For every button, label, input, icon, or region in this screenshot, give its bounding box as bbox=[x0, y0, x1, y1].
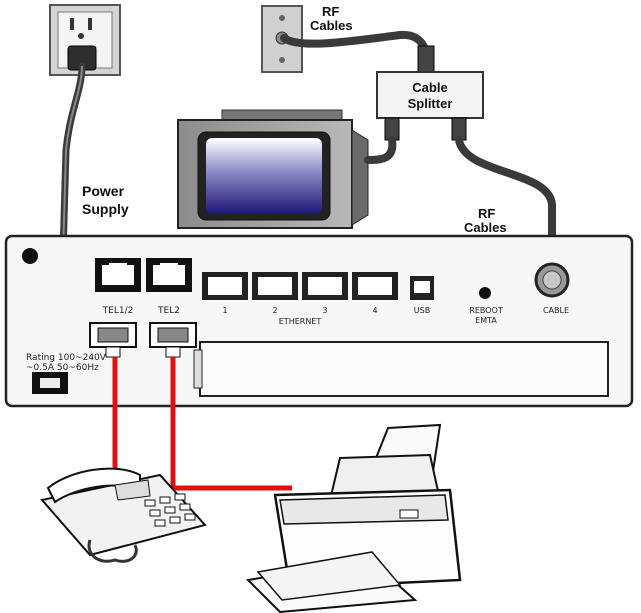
rf-cable-wall-to-splitter bbox=[284, 35, 427, 72]
eth2-port-label: 2 bbox=[272, 306, 277, 315]
tel-port-1[interactable] bbox=[95, 258, 141, 292]
eth3-port-label: 3 bbox=[322, 306, 327, 315]
ethernet-port-4[interactable] bbox=[352, 272, 398, 300]
tel1-port-label: TEL1/2 bbox=[102, 306, 134, 316]
rating-label-line2: ~0.5A 50~60Hz bbox=[26, 363, 99, 373]
usb-port-label: USB bbox=[414, 306, 430, 315]
rating-label-line1: Rating 100~240V bbox=[26, 353, 107, 363]
television bbox=[178, 110, 368, 228]
power-supply-label-line2: Supply bbox=[82, 201, 129, 217]
rf-cables-top-label-line1: RF bbox=[322, 4, 339, 19]
ethernet-port-2[interactable] bbox=[252, 272, 298, 300]
power-supply-label-line1: Power bbox=[82, 183, 125, 199]
reboot-label-line2: EMTA bbox=[475, 316, 497, 325]
tel-port-2[interactable] bbox=[146, 258, 192, 292]
ethernet-group-label: ETHERNET bbox=[279, 317, 322, 326]
reboot-label-line1: REBOOT bbox=[469, 306, 503, 315]
printer bbox=[248, 425, 460, 612]
ethernet-port-3[interactable] bbox=[302, 272, 348, 300]
telephone bbox=[42, 469, 205, 562]
rf-cables-right-label-line2: Cables bbox=[464, 220, 507, 235]
usb-port[interactable] bbox=[410, 276, 434, 300]
eth1-port-label: 1 bbox=[222, 306, 227, 315]
ethernet-port-1[interactable] bbox=[202, 272, 248, 300]
power-inlet bbox=[32, 372, 68, 394]
cable-splitter-label-line1: Cable bbox=[412, 80, 447, 95]
cable-port-label: CABLE bbox=[543, 306, 569, 315]
cable-connector[interactable] bbox=[536, 264, 568, 296]
eth4-port-label: 4 bbox=[372, 306, 377, 315]
rf-cable-splitter-to-tv bbox=[368, 140, 392, 160]
reboot-button[interactable] bbox=[479, 287, 491, 299]
cable-splitter-label-line2: Splitter bbox=[408, 96, 453, 111]
rf-cables-right-label-line1: RF bbox=[478, 206, 495, 221]
tel2-port-label: TEL2 bbox=[157, 306, 180, 316]
rf-cables-top-label-line2: Cables bbox=[310, 18, 353, 33]
